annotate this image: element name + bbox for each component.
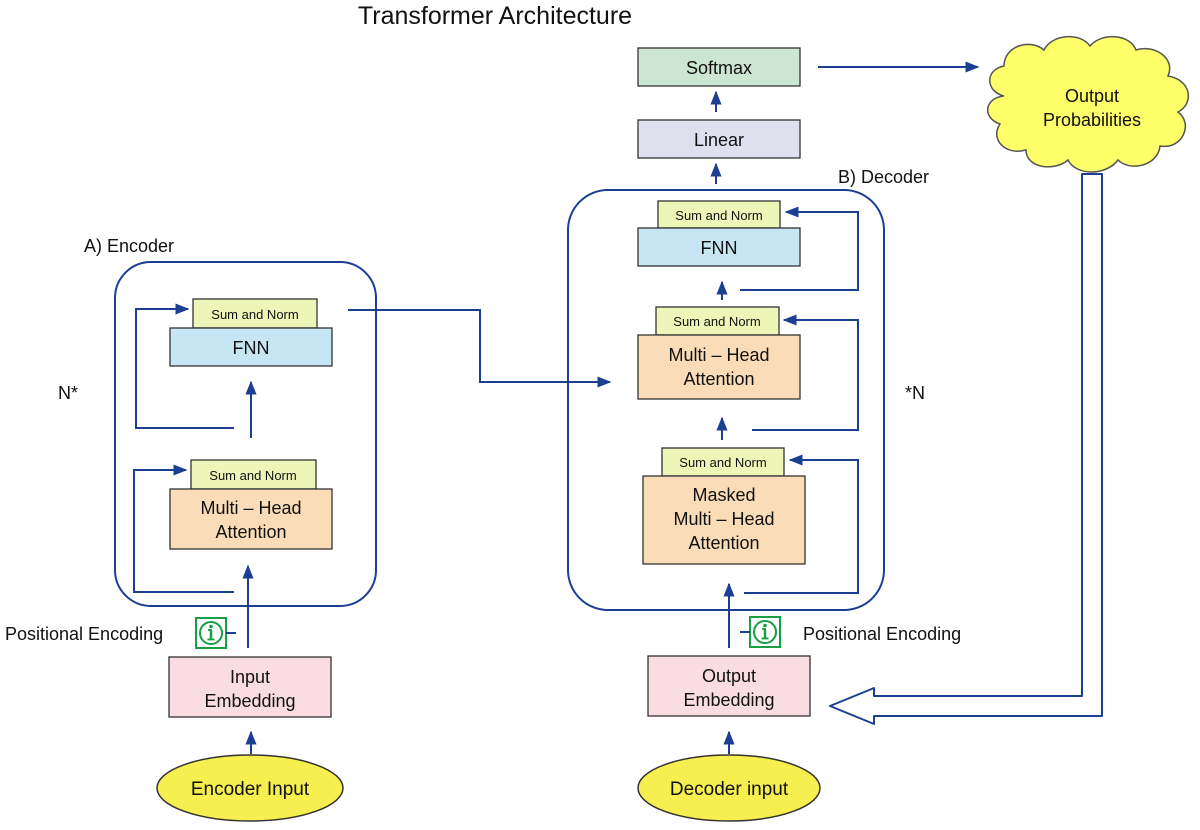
decoder-fnn-box: [637, 227, 801, 267]
info-icon: [195, 617, 227, 649]
encoder-repeat-label: N*: [58, 383, 78, 403]
decoder-label: B) Decoder: [838, 167, 929, 187]
decoder-masked-attention-box: [642, 475, 806, 565]
decoder-repeat-label: *N: [905, 383, 925, 403]
encoder-attention-label-2: Attention: [215, 522, 286, 542]
feedback-arrow: [829, 173, 1103, 725]
output-embedding-label-2: Embedding: [683, 690, 774, 710]
decoder-input-label: Decoder input: [670, 779, 789, 800]
encoder-attn-sum-norm: [190, 459, 317, 490]
encoder-attention-label-1: Multi – Head: [200, 498, 301, 518]
info-icon: [749, 616, 781, 648]
decoder-fnn-label: FNN: [701, 238, 738, 258]
input-embedding-box: [168, 656, 332, 718]
linear-label: Linear: [694, 130, 744, 150]
decoder-cross-attention-label-2: Attention: [683, 369, 754, 389]
encoder-residual-attn: [133, 464, 234, 593]
decoder-input-oval: [637, 754, 821, 822]
decoder-residual-cross: [752, 314, 859, 431]
decoder-cross-sum-norm: [655, 306, 780, 336]
encoder-label: A) Encoder: [84, 236, 174, 256]
decoder-masked-sum-norm-label: Sum and Norm: [679, 455, 766, 470]
output-probabilities-label-2: Probabilities: [1043, 110, 1141, 130]
output-embedding-label-1: Output: [702, 666, 756, 686]
input-embedding-label-1: Input: [230, 667, 270, 687]
cloud-shape: [987, 36, 1190, 173]
encoder-residual-fnn: [135, 303, 234, 429]
output-probabilities-label-1: Output: [1065, 86, 1119, 106]
decoder-masked-attention-label-2: Multi – Head: [673, 509, 774, 529]
softmax-label: Softmax: [686, 58, 752, 78]
decoder-positional-encoding-label: Positional Encoding: [803, 624, 961, 644]
encoder-fnn-box: [169, 327, 333, 367]
decoder-cross-attention-box: [637, 334, 801, 400]
encoder-attn-sum-norm-label: Sum and Norm: [209, 468, 296, 483]
decoder-fnn-sum-norm: [657, 200, 781, 229]
linear-box: [637, 119, 801, 159]
decoder-masked-attention-label-3: Attention: [688, 533, 759, 553]
output-embedding-box: [647, 655, 811, 717]
encoder-input-label: Encoder Input: [191, 779, 310, 800]
softmax-box: [637, 47, 801, 87]
encoder-input-oval: [156, 754, 344, 822]
encoder-block: [114, 261, 377, 607]
decoder-residual-fnn: [740, 206, 859, 291]
decoder-cross-sum-norm-label: Sum and Norm: [673, 314, 760, 329]
decoder-masked-attention-label-1: Masked: [692, 485, 755, 505]
decoder-residual-masked: [744, 454, 859, 594]
encoder-to-decoder-connection: [348, 309, 612, 388]
encoder-attention-box: [169, 488, 333, 550]
decoder-cross-attention-label-1: Multi – Head: [668, 345, 769, 365]
encoder-fnn-sum-norm-label: Sum and Norm: [211, 307, 298, 322]
input-embedding-label-2: Embedding: [204, 691, 295, 711]
encoder-positional-encoding-label: Positional Encoding: [5, 624, 163, 644]
encoder-fnn-label: FNN: [233, 338, 270, 358]
decoder-fnn-sum-norm-label: Sum and Norm: [675, 208, 762, 223]
decoder-block: [567, 189, 885, 611]
decoder-masked-sum-norm: [661, 447, 785, 477]
diagram-title: Transformer Architecture: [358, 2, 632, 30]
